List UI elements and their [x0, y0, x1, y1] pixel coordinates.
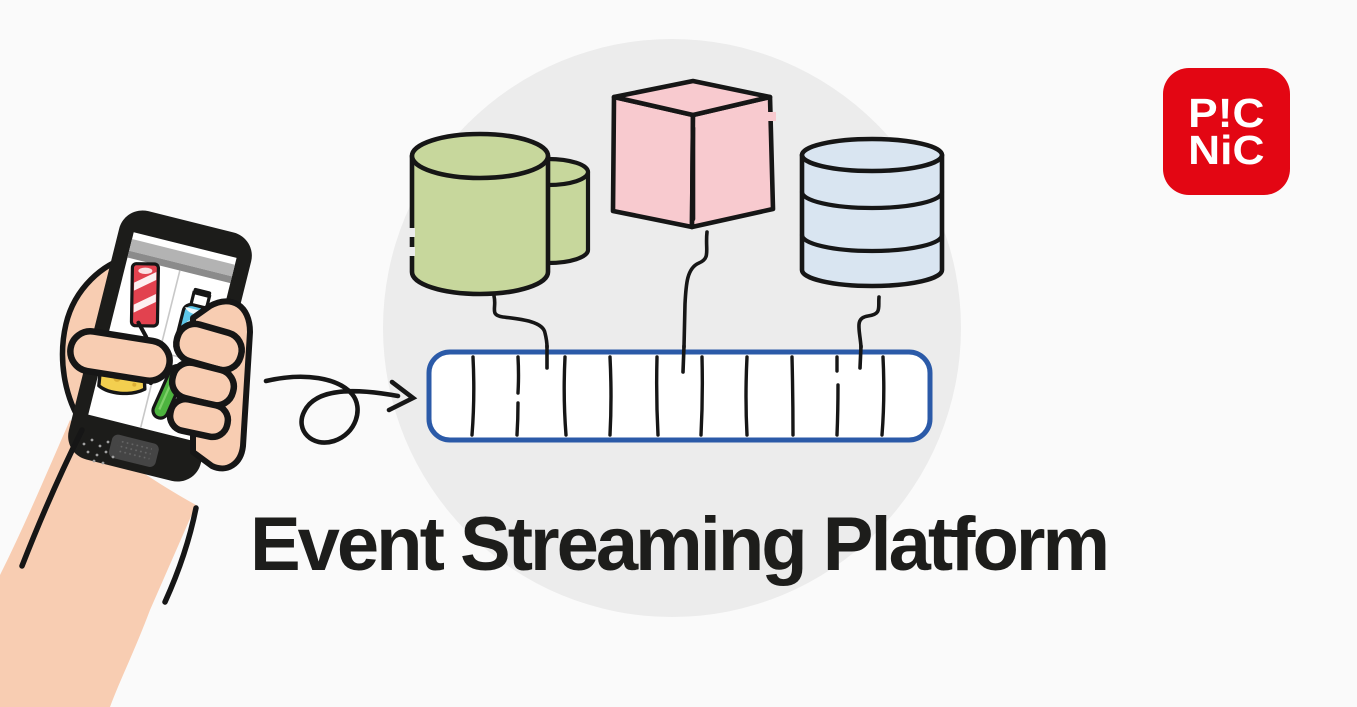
picnic-logo: P!C NiC — [1163, 68, 1290, 195]
stipple-shadow — [82, 438, 115, 465]
picnic-logo-line2: NiC — [1188, 126, 1265, 173]
sketch-gap — [767, 112, 776, 121]
connector-green — [492, 294, 549, 349]
connector-blue — [857, 295, 881, 349]
home-button-texture — [115, 439, 153, 462]
pink-cube — [610, 78, 776, 230]
status-bar-light — [129, 239, 235, 277]
sketch-gap — [407, 228, 415, 237]
connector-pink — [682, 230, 709, 349]
striped-drink-carton — [129, 262, 161, 339]
picnic-logo-line1: P!C — [1188, 89, 1265, 136]
palm-outline — [59, 253, 137, 427]
finger-ring — [166, 395, 232, 441]
looping-arrow — [263, 374, 418, 445]
sketch-gap — [407, 247, 415, 256]
event-stream-log — [426, 344, 933, 443]
status-bar-dark — [127, 250, 232, 284]
connector-tips — [545, 344, 863, 374]
hand-holding-grocery-app-phone — [0, 210, 253, 707]
fingers — [166, 320, 245, 441]
page-title: Event Streaming Platform — [249, 502, 1110, 587]
green-cylinders — [409, 131, 591, 297]
thumb — [67, 328, 173, 384]
arm-outlines — [19, 427, 199, 605]
blue-database — [799, 136, 945, 289]
arrow-head — [386, 379, 418, 413]
arm — [0, 420, 196, 707]
stream-segment-dividers — [470, 355, 886, 437]
